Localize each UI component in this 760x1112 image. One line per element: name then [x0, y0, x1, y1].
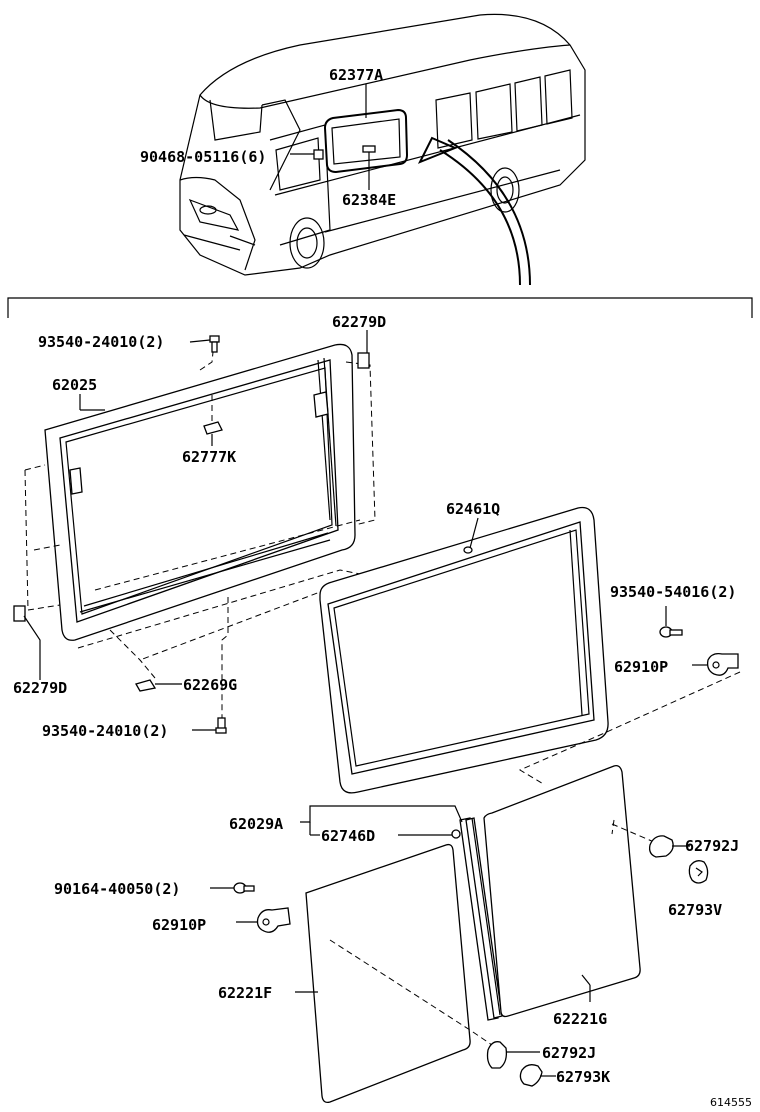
label-62910P-right: 62910P — [614, 658, 668, 676]
clip-62279D-top — [357, 352, 370, 369]
glass-62461Q — [319, 506, 609, 794]
label-62793V: 62793V — [668, 901, 722, 919]
label-62792J-bottom: 62792J — [542, 1044, 596, 1062]
label-62777K: 62777K — [182, 448, 236, 466]
label-62461Q: 62461Q — [446, 500, 500, 518]
label-62792J-right: 62792J — [685, 837, 739, 855]
latch-62910P-right — [706, 652, 739, 676]
panel-62221G — [483, 764, 641, 1018]
label-93540-24010-bottom: 93540-24010(2) — [42, 722, 168, 740]
label-62221F: 62221F — [218, 984, 272, 1002]
label-62279D-top: 62279D — [332, 313, 386, 331]
cap-62792J-right — [648, 835, 674, 858]
insert-62793K — [519, 1064, 543, 1087]
cap-62792J-bottom — [486, 1041, 508, 1069]
label-62746D: 62746D — [321, 827, 375, 845]
label-62221G: 62221G — [553, 1010, 607, 1028]
panel-62221F — [305, 843, 471, 1104]
label-62384E: 62384E — [342, 191, 396, 209]
label-62793K: 62793K — [556, 1068, 610, 1086]
latch-62910P-left — [256, 907, 291, 933]
label-62025: 62025 — [52, 376, 97, 394]
channel-62029A — [459, 817, 503, 1021]
label-90468-05116: 90468-05116(6) — [140, 148, 266, 166]
diagram-reference-number: 614555 — [710, 1096, 752, 1109]
label-62279D-left: 62279D — [13, 679, 67, 697]
clip-62279D-left — [13, 605, 26, 622]
bolt-93540-24010-bottom — [215, 717, 227, 734]
insert-62793V — [688, 860, 709, 884]
label-93540-24010-top: 93540-24010(2) — [38, 333, 164, 351]
label-62377A: 62377A — [329, 66, 383, 84]
label-62029A: 62029A — [229, 815, 283, 833]
bolt-93540-24010-top — [209, 335, 220, 353]
label-62910P-left: 62910P — [152, 916, 206, 934]
frame-62025 — [44, 343, 356, 641]
label-93540-54016: 93540-54016(2) — [610, 583, 736, 601]
vehicle-illustration — [179, 13, 586, 286]
screw-93540-54016 — [659, 626, 683, 638]
seal-62269G — [135, 679, 157, 692]
label-90164-40050: 90164-40050(2) — [54, 880, 180, 898]
screw-90164-40050 — [233, 882, 255, 894]
section-bracket — [7, 297, 753, 318]
label-62269G: 62269G — [183, 676, 237, 694]
